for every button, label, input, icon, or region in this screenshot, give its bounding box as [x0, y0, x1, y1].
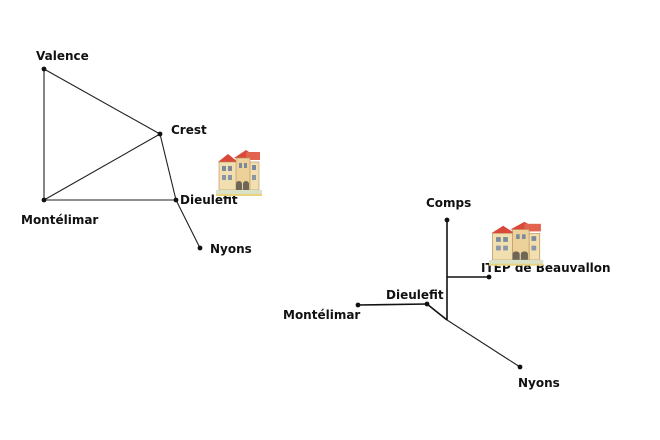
road-dieulefit-montelimar: [357, 303, 428, 306]
town-label-montelimar: Montélimar: [21, 213, 98, 227]
town-marker-valence: [41, 66, 47, 72]
town-label-dieulefit: Dieulefit: [386, 288, 444, 302]
town-label-montelimar: Montélimar: [283, 308, 360, 322]
town-marker-crest: [157, 131, 163, 137]
town-marker-dieulefit: [424, 301, 430, 307]
town-label-nyons: Nyons: [518, 376, 560, 390]
town-marker-itep: [486, 274, 492, 280]
detail-map: Comps ITEP de Beauvallon Dieulefit Monté…: [283, 196, 611, 390]
school-building-icon: [215, 147, 263, 197]
town-label-crest: Crest: [171, 123, 207, 137]
town-marker-dieulefit: [173, 197, 179, 203]
town-marker-montelimar: [355, 302, 361, 308]
town-label-nyons: Nyons: [210, 242, 252, 256]
road-crest-dieulefit: [159, 133, 177, 201]
town-label-valence: Valence: [36, 49, 89, 63]
town-label-comps: Comps: [426, 196, 471, 210]
road-montelimar-crest: [43, 133, 161, 201]
road-junction-dieulefit: [426, 303, 448, 321]
town-marker-nyons: [517, 364, 523, 370]
town-marker-montelimar: [41, 197, 47, 203]
overview-map: Valence Crest Montélimar Dieulefit Nyons: [21, 49, 263, 256]
road-dieulefit-nyons: [175, 199, 201, 249]
school-building-icon: [488, 219, 544, 267]
town-marker-comps: [444, 217, 450, 223]
town-label-dieulefit: Dieulefit: [180, 193, 238, 207]
road-valence-crest: [43, 68, 161, 135]
town-marker-nyons: [197, 245, 203, 251]
road-junction-nyons: [446, 319, 521, 368]
